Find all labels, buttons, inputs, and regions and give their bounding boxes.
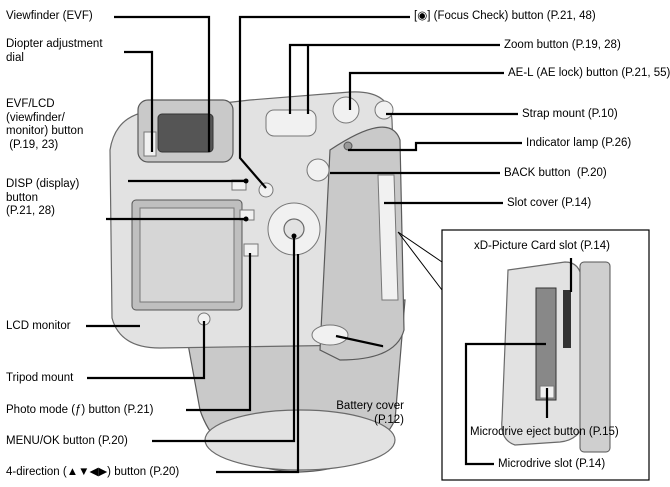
label-evf-lcd-button: EVF/LCD (viewfinder/ monitor) button (P.… — [6, 98, 84, 151]
leader-lines — [86, 15, 573, 474]
label-zoom-button: Zoom button (P.19, 28) — [504, 39, 621, 51]
label-strap-mount: Strap mount (P.10) — [522, 108, 618, 120]
label-viewfinder: Viewfinder (EVF) — [6, 10, 93, 22]
label-slot-cover: Slot cover (P.14) — [507, 197, 592, 209]
slot-cover — [377, 174, 399, 301]
battery-cover — [311, 324, 349, 346]
label-back-button: BACK button (P.20) — [504, 167, 607, 179]
camera-illustration — [86, 15, 650, 481]
label-four-direction-button: 4-direction (▲▼◀▶) button (P.20) — [6, 466, 180, 478]
inset-pointer — [397, 231, 443, 291]
indicator-lamp — [343, 141, 353, 151]
label-microdrive-slot: Microdrive slot (P.14) — [498, 458, 606, 470]
label-disp-button: DISP (display) button (P.21, 28) — [6, 178, 80, 217]
label-ae-l-button: AE-L (AE lock) button (P.21, 55) — [508, 67, 670, 79]
viewfinder-window — [157, 113, 214, 153]
ae-l-button — [332, 96, 360, 124]
label-photo-mode-button: Photo mode (ƒ) button (P.21) — [6, 404, 154, 416]
lcd-screen — [139, 207, 235, 303]
back-button — [306, 158, 330, 182]
label-tripod-mount: Tripod mount — [6, 372, 74, 384]
label-xd-card-slot: xD-Picture Card slot (P.14) — [474, 240, 610, 252]
label-microdrive-eject: Microdrive eject button (P.15) — [470, 426, 619, 438]
label-battery-cover: Battery cover (P.12) — [336, 400, 404, 426]
inset-cover-flap — [579, 261, 611, 453]
label-focus-check-button: [◉] (Focus Check) button (P.21, 48) — [414, 10, 596, 22]
label-lcd-monitor: LCD monitor — [6, 320, 71, 332]
diopter-dial — [143, 131, 157, 157]
label-menu-ok-button: MENU/OK button (P.20) — [6, 435, 128, 447]
strap-mount — [374, 100, 394, 120]
xd-card-slot-graphic — [563, 290, 571, 348]
label-indicator-lamp: Indicator lamp (P.26) — [526, 137, 632, 149]
focus-check-button — [258, 182, 274, 198]
label-diopter-dial: Diopter adjustment dial — [6, 38, 103, 64]
